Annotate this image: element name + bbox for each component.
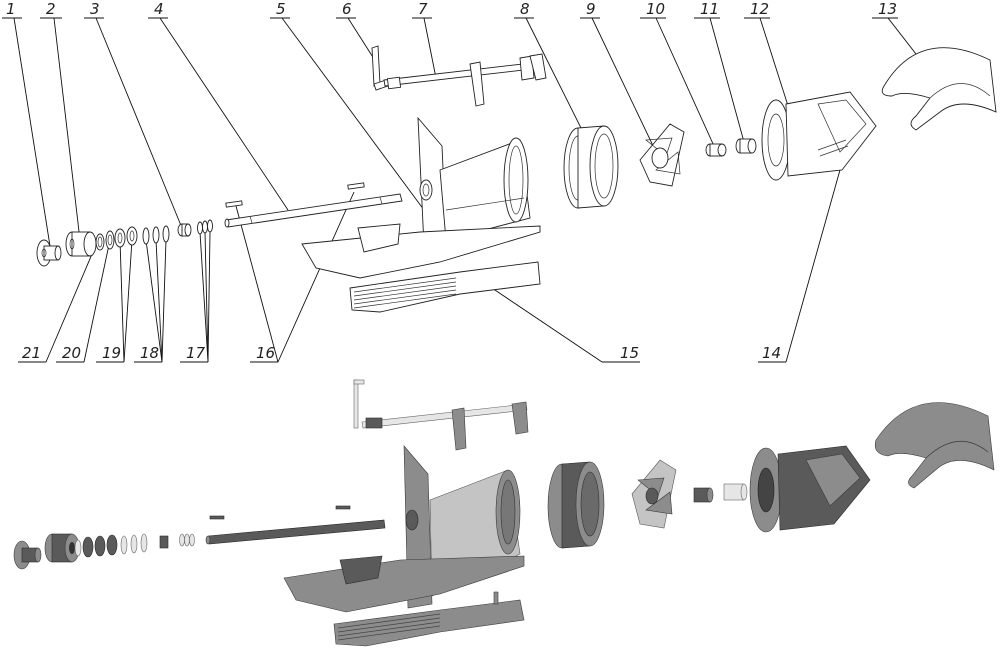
- svg-text:11: 11: [700, 0, 719, 18]
- callout-10: 10: [640, 0, 715, 147]
- render-rings: [74, 533, 195, 558]
- svg-text:9: 9: [586, 0, 596, 18]
- part-5-housing: [301, 116, 541, 279]
- svg-text:1: 1: [6, 0, 16, 18]
- svg-text:19: 19: [102, 344, 121, 362]
- part-1-end-cap: [36, 239, 62, 267]
- callout-21: 21: [18, 239, 99, 363]
- render-impeller: [631, 459, 677, 529]
- part-19-rings: [114, 226, 138, 248]
- callout-11: 11: [694, 0, 745, 143]
- callout-1: 1: [2, 0, 51, 247]
- render-bushing: [44, 533, 80, 563]
- callout-16: 16: [235, 191, 355, 363]
- part-17-circlips: [197, 219, 213, 235]
- callout-18: 18: [134, 239, 167, 363]
- svg-text:4: 4: [154, 0, 164, 18]
- svg-text:16: 16: [256, 344, 275, 362]
- callout-12: 12: [744, 0, 791, 113]
- shaded-render-view: [13, 379, 995, 647]
- part-4-shaft: [224, 193, 403, 228]
- callout-9: 9: [580, 0, 657, 153]
- part-8-ring: [563, 125, 619, 209]
- callout-7: 7: [412, 0, 437, 79]
- part-12-nozzle: [761, 91, 877, 181]
- callout-20: 20: [56, 239, 111, 363]
- part-16-keys: [225, 182, 365, 208]
- svg-text:12: 12: [750, 0, 769, 18]
- render-hood: [874, 402, 995, 489]
- callout-14: 14: [758, 169, 841, 363]
- svg-text:17: 17: [186, 344, 206, 362]
- part-15-grate: [349, 261, 541, 313]
- callout-6: 6: [336, 0, 377, 63]
- svg-text:21: 21: [22, 344, 41, 362]
- render-control-rod: [353, 379, 529, 451]
- svg-text:14: 14: [762, 344, 781, 362]
- part-10-bushing: [705, 143, 727, 157]
- svg-text:10: 10: [646, 0, 665, 18]
- part-2-bushing: [65, 231, 97, 257]
- part-18-seals: [142, 225, 170, 245]
- render-nozzle: [749, 445, 871, 533]
- svg-text:7: 7: [418, 0, 428, 18]
- callout-15: 15: [485, 283, 640, 363]
- part-21-ring: [95, 233, 105, 251]
- render-bushings: [693, 483, 748, 503]
- svg-text:3: 3: [90, 0, 100, 18]
- callout-5: 5: [270, 0, 425, 211]
- svg-text:15: 15: [620, 344, 639, 362]
- render-ring-tube: [547, 461, 605, 549]
- part-7-rod: [383, 53, 547, 107]
- svg-text:5: 5: [276, 0, 286, 18]
- part-11-bushing: [735, 138, 757, 154]
- callout-4: 4: [148, 0, 289, 211]
- line-drawing-view: 1 2 3 4 5 6 7: [2, 0, 997, 363]
- callout-17: 17: [180, 231, 211, 363]
- svg-text:20: 20: [62, 344, 81, 362]
- render-grate: [333, 591, 525, 647]
- callout-2: 2: [40, 0, 81, 241]
- part-9-impeller: [639, 123, 685, 187]
- svg-text:18: 18: [140, 344, 159, 362]
- part-3-nut: [177, 223, 192, 237]
- svg-text:6: 6: [342, 0, 352, 18]
- render-housing: [283, 445, 525, 613]
- render-shaft: [205, 505, 386, 545]
- svg-text:8: 8: [520, 0, 530, 18]
- part-13-hood: [881, 47, 997, 131]
- svg-text:2: 2: [46, 0, 56, 18]
- callout-3: 3: [84, 0, 183, 229]
- svg-text:13: 13: [878, 0, 897, 18]
- callout-19: 19: [96, 239, 133, 363]
- render-end-cap: [13, 540, 42, 570]
- part-20-ring: [105, 230, 115, 250]
